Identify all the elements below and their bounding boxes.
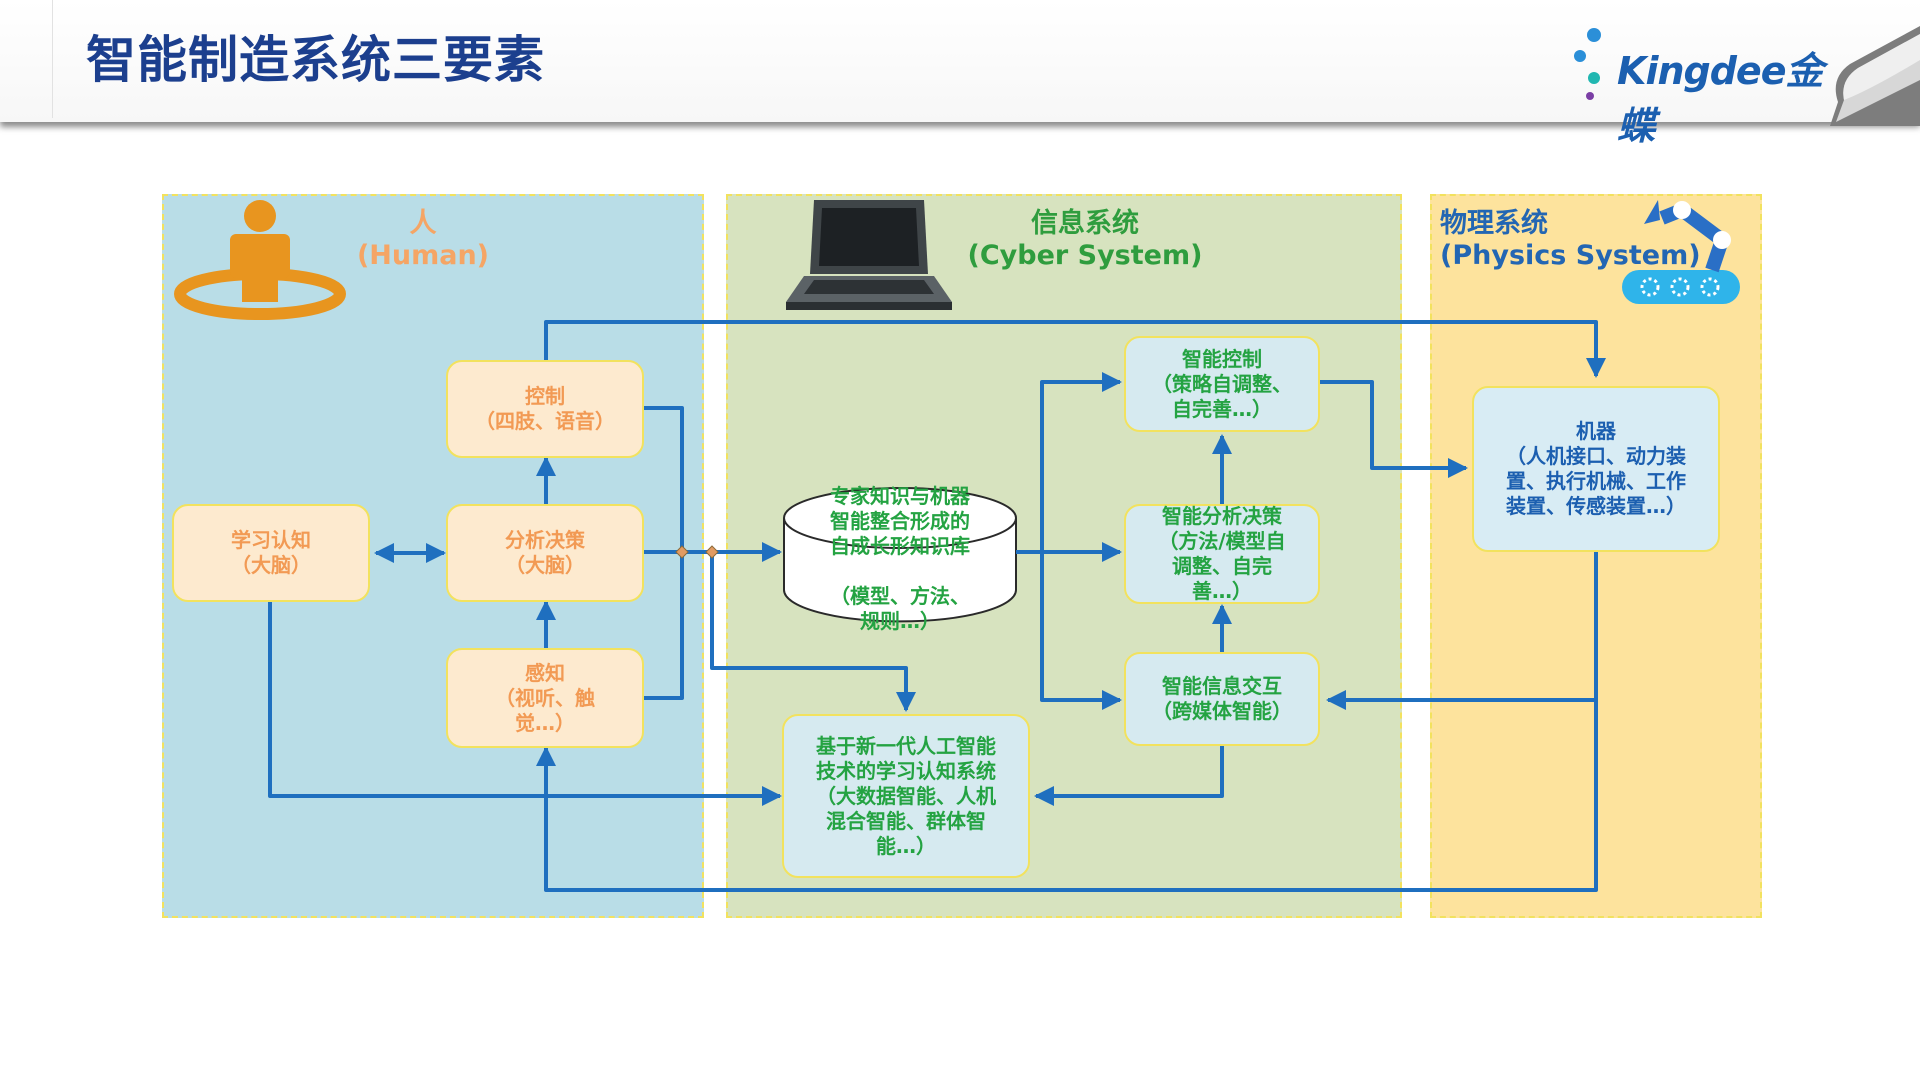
junction-marker — [705, 545, 719, 559]
learning-system-node: 基于新一代人工智能 技术的学习认知系统 （大数据智能、人机 混合智能、群体智 能… — [782, 714, 1030, 878]
learning-system-line-4: 混合智能、群体智 — [826, 808, 986, 833]
smart-analysis-detail-2: 调整、自完 — [1172, 554, 1272, 578]
knowledge-base-detail: （模型、方法、 规则…） — [790, 584, 1010, 634]
analysis-node-title: 分析决策 — [505, 528, 585, 552]
machine-detail-2: 置、执行机械、工作 — [1506, 469, 1686, 493]
learning-system-line-3: （大数据智能、人机 — [816, 783, 996, 808]
cyber-title-en: (Cyber System) — [967, 240, 1203, 271]
learning-system-line-1: 基于新一代人工智能 — [816, 733, 996, 758]
machine-title: 机器 — [1576, 419, 1616, 443]
analysis-node-detail: （大脑） — [505, 553, 585, 577]
smart-interaction-detail: （跨媒体智能） — [1152, 699, 1292, 723]
machine-node: 机器 （人机接口、动力装 置、执行机械、工作 装置、传感装置…） — [1472, 386, 1720, 552]
perception-node-detail-2: 觉…） — [515, 710, 575, 735]
smart-interaction-node: 智能信息交互 （跨媒体智能） — [1124, 652, 1320, 746]
learning-system-line-2: 技术的学习认知系统 — [816, 758, 996, 783]
knowledge-base-cylinder — [783, 487, 1017, 623]
control-node: 控制 （四肢、语音） — [446, 360, 644, 458]
person-icon — [174, 200, 346, 320]
smart-control-node: 智能控制 （策略自调整、 自完善…） — [1124, 336, 1320, 432]
physics-title-en: (Physics System) — [1440, 240, 1701, 271]
knowledge-base-line-5: 规则…） — [860, 609, 940, 633]
knowledge-base-line-3: 自成长形知识库 — [830, 534, 970, 558]
machine-detail-1: （人机接口、动力装 — [1506, 444, 1686, 468]
physics-title-cn: 物理系统 — [1440, 208, 1548, 239]
knowledge-base-line-1: 专家知识与机器 — [830, 484, 970, 508]
kingdee-logo-icon — [1574, 28, 1601, 100]
smart-control-detail-1: （策略自调整、 — [1152, 371, 1292, 396]
perception-node-detail-1: （视听、触 — [495, 685, 595, 710]
perception-node: 感知 （视听、触 觉…） — [446, 648, 644, 748]
junction-marker — [675, 545, 689, 559]
smart-analysis-detail-3: 善…） — [1192, 579, 1252, 603]
learning-node-detail: （大脑） — [231, 553, 311, 577]
knowledge-base-line-4: （模型、方法、 — [830, 584, 970, 608]
learning-cognition-node: 学习认知 （大脑） — [172, 504, 370, 602]
header-divider — [52, 0, 53, 118]
smart-control-title: 智能控制 — [1182, 346, 1262, 371]
control-node-detail: （四肢、语音） — [475, 409, 615, 433]
human-title-cn: 人 — [409, 208, 437, 239]
learning-system-line-5: 能…） — [876, 833, 936, 858]
analysis-decision-node: 分析决策 （大脑） — [446, 504, 644, 602]
smart-interaction-title: 智能信息交互 — [1162, 674, 1282, 698]
page-curl-decoration — [1830, 26, 1920, 126]
learning-node-title: 学习认知 — [231, 528, 311, 552]
cyber-title-cn: 信息系统 — [1031, 208, 1139, 239]
kingdee-logo: Kingdee金蝶 — [1568, 26, 1828, 148]
cyber-region-title: 信息系统 (Cyber System) — [940, 208, 1230, 272]
page-title: 智能制造系统三要素 — [86, 31, 545, 89]
logo-text: Kingdee金蝶 — [1617, 49, 1823, 148]
physics-region-title: 物理系统 (Physics System) — [1440, 208, 1740, 272]
knowledge-base-label: 专家知识与机器 智能整合形成的 自成长形知识库 — [790, 484, 1010, 559]
control-node-title: 控制 — [525, 384, 565, 408]
robot-arm-icon — [1622, 200, 1740, 304]
human-title-en: (Human) — [356, 240, 490, 271]
knowledge-base-line-2: 智能整合形成的 — [830, 509, 970, 533]
header-bar: 智能制造系统三要素 Kingdee金蝶 — [0, 0, 1920, 148]
smart-analysis-title: 智能分析决策 — [1162, 504, 1282, 528]
laptop-icon — [786, 200, 952, 310]
smart-analysis-node: 智能分析决策 （方法/模型自 调整、自完 善…） — [1124, 504, 1320, 604]
machine-detail-3: 装置、传感装置…） — [1506, 494, 1686, 518]
human-region-title: 人 (Human) — [340, 208, 506, 272]
smart-control-detail-2: 自完善…） — [1172, 396, 1272, 421]
perception-node-title: 感知 — [525, 660, 565, 685]
smart-analysis-detail-1: （方法/模型自 — [1158, 529, 1286, 553]
